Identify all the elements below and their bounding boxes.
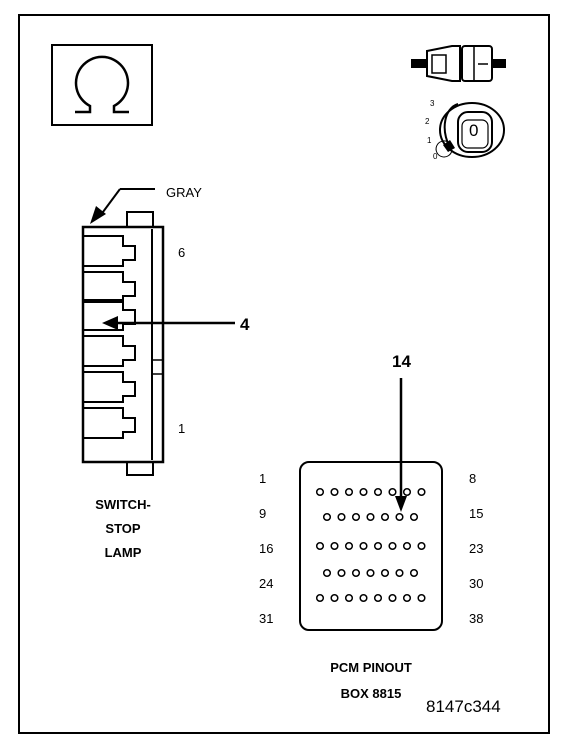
key-label: 0 bbox=[469, 121, 479, 140]
connector-icon bbox=[411, 45, 506, 82]
connector-cavity bbox=[83, 299, 136, 331]
pcm-row4-left: 24 bbox=[259, 576, 274, 591]
stoplamp-connector bbox=[81, 211, 165, 476]
pcm-caption-line-1: PCM PINOUT bbox=[330, 660, 412, 675]
ohm-icon bbox=[51, 44, 153, 126]
pcm-pin-hole bbox=[351, 512, 361, 522]
pcm-pin-hole bbox=[337, 512, 346, 522]
ignition-key-icon bbox=[435, 102, 505, 158]
pcm-pin-hole bbox=[344, 593, 354, 603]
pcm-row4-right: 30 bbox=[469, 576, 484, 591]
gray-leader-line bbox=[99, 188, 121, 217]
pcm-row5-left: 31 bbox=[259, 611, 274, 626]
pcm-pin-hole bbox=[417, 593, 426, 603]
ignition-pos-0: 0 bbox=[433, 152, 438, 161]
pcm-row2-left: 9 bbox=[259, 506, 267, 521]
connector-cavity bbox=[83, 371, 136, 403]
pcm-pin-hole bbox=[322, 512, 332, 522]
pcm-row1-left: 1 bbox=[259, 471, 267, 486]
pcm-pin-hole bbox=[337, 568, 346, 578]
pcm-pin-hole bbox=[380, 568, 390, 578]
pcm-pin-hole bbox=[315, 593, 325, 603]
pcm-pin-hole bbox=[402, 593, 412, 603]
pcm-pin-hole bbox=[402, 541, 412, 551]
pcm-pin-hole bbox=[315, 487, 325, 497]
connector-cavity bbox=[83, 407, 136, 439]
pcm-pin-hole bbox=[359, 487, 368, 497]
pcm-caption-line-2: BOX 8815 bbox=[340, 686, 402, 701]
pcm-pin-hole bbox=[417, 541, 426, 551]
pcm-pin-hole bbox=[315, 541, 325, 551]
pin-6-label: 6 bbox=[178, 245, 186, 260]
pcm-row1-right: 8 bbox=[469, 471, 477, 486]
caption-line-3: LAMP bbox=[104, 545, 142, 560]
pcm-pin-hole bbox=[344, 487, 354, 497]
pcm-row2-right: 15 bbox=[469, 506, 484, 521]
pcm-pin-hole bbox=[322, 568, 332, 578]
diagram-frame bbox=[18, 14, 550, 734]
caption-line-1: SWITCH- bbox=[95, 497, 151, 512]
pcm-pin-hole bbox=[417, 487, 426, 497]
pcm-pin-hole bbox=[409, 512, 419, 522]
figure-id: 8147c344 bbox=[426, 697, 501, 716]
pcm-pin-hole bbox=[380, 512, 390, 522]
callout-14-label: 14 bbox=[392, 352, 411, 371]
connector-color-label: GRAY bbox=[166, 185, 202, 200]
pcm-pin-hole bbox=[359, 541, 368, 551]
gray-arrowhead bbox=[90, 206, 106, 224]
ignition-pos-3: 3 bbox=[430, 99, 435, 108]
connector-cavity bbox=[83, 335, 136, 367]
pcm-pin-hole bbox=[366, 512, 375, 522]
ignition-pos-2: 2 bbox=[425, 117, 430, 126]
pcm-pin-hole bbox=[351, 568, 361, 578]
pcm-pin-hole bbox=[359, 593, 368, 603]
pcm-pin-hole bbox=[402, 487, 412, 497]
pcm-pin-hole bbox=[344, 541, 354, 551]
pcm-pin-hole bbox=[388, 541, 397, 551]
pcm-pin-hole bbox=[330, 593, 339, 603]
pcm-pin-hole bbox=[366, 568, 375, 578]
caption-line-2: STOP bbox=[105, 521, 141, 536]
pcm-pin-hole bbox=[373, 487, 383, 497]
pcm-pin-hole bbox=[388, 593, 397, 603]
pcm-row3-left: 16 bbox=[259, 541, 274, 556]
ignition-pos-1: 1 bbox=[427, 136, 432, 145]
pcm-pin-hole bbox=[395, 568, 404, 578]
callout-4-arrowhead bbox=[102, 316, 118, 330]
pcm-pin-hole bbox=[373, 593, 383, 603]
pcm-pin-hole bbox=[388, 487, 397, 497]
pcm-row3-right: 23 bbox=[469, 541, 484, 556]
pcm-pin-hole bbox=[330, 541, 339, 551]
callout-4-label: 4 bbox=[240, 315, 250, 334]
callout-14-arrowhead bbox=[395, 496, 407, 512]
pcm-pin-hole bbox=[330, 487, 339, 497]
pcm-pinout-box bbox=[299, 461, 443, 631]
pcm-pin-hole bbox=[373, 541, 383, 551]
pin-1-label: 1 bbox=[178, 421, 186, 436]
connector-cavity bbox=[83, 235, 136, 267]
pcm-row5-right: 38 bbox=[469, 611, 484, 626]
pcm-pin-hole bbox=[409, 568, 419, 578]
pcm-pin-hole bbox=[395, 512, 404, 522]
